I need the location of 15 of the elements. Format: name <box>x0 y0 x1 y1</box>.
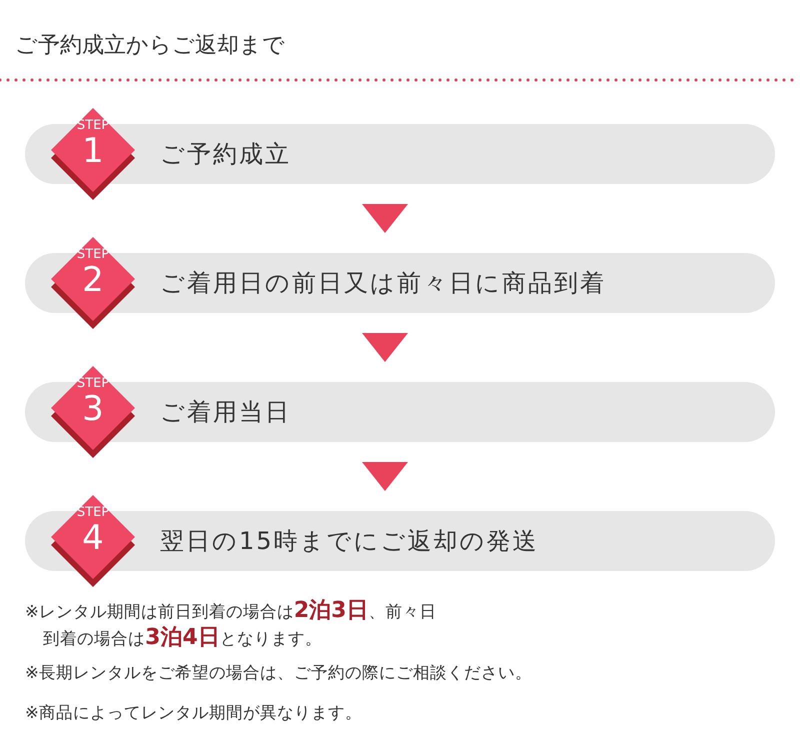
down-arrow <box>362 333 408 362</box>
step-text: ご予約成立 <box>160 139 291 170</box>
page-title: ご予約成立からご返却まで <box>15 32 285 60</box>
step-number: 1 <box>81 132 105 170</box>
step-text: 翌日の15時までにご返却の発送 <box>160 526 539 557</box>
footnote: ※長期レンタルをご希望の場合は、ご予約の際にご相談ください。 <box>25 662 533 684</box>
down-arrow <box>362 462 408 491</box>
footnote: ※商品によってレンタル期間が異なります。 <box>25 702 363 724</box>
step-text: ご着用当日 <box>160 397 291 428</box>
step-number: 4 <box>81 519 105 557</box>
step-number: 2 <box>81 261 105 299</box>
footnote: ※レンタル期間は前日到着の場合は2泊3日、前々日到着の場合は3泊4日となります。 <box>25 598 438 652</box>
step-number: 3 <box>81 390 105 428</box>
step-text: ご着用日の前日又は前々日に商品到着 <box>160 268 606 299</box>
down-arrow <box>362 204 408 233</box>
